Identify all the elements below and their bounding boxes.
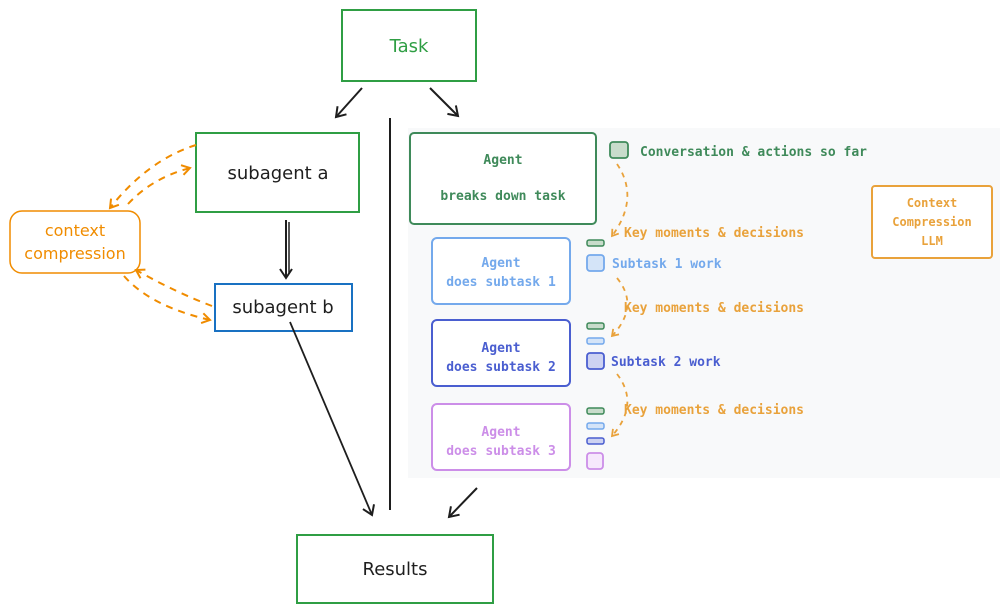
arrow-compression-to-a bbox=[127, 164, 192, 205]
compression-llm-line2: Compression bbox=[892, 215, 971, 229]
arrow-task-to-left bbox=[334, 87, 363, 119]
key-moments-label-2: Key moments & decisions bbox=[624, 301, 804, 316]
main-agent-line2: breaks down task bbox=[440, 189, 565, 204]
subtask2-work-swatch bbox=[586, 352, 605, 370]
subtask2-work-label: Subtask 2 work bbox=[611, 355, 721, 370]
context-compression-line1: context bbox=[45, 221, 105, 240]
main-agent-node: Agent breaks down task bbox=[409, 132, 597, 225]
subagent-3-line2: does subtask 3 bbox=[446, 444, 556, 459]
arrow-task-to-right bbox=[429, 87, 460, 118]
subagent-b-node: subagent b bbox=[214, 283, 353, 332]
subagent-1-line1: Agent bbox=[481, 256, 520, 271]
task-label: Task bbox=[389, 36, 429, 57]
subagent-2-line1: Agent bbox=[481, 341, 520, 356]
subagent-3-node: Agent does subtask 3 bbox=[431, 403, 571, 471]
subagent-3-line1: Agent bbox=[481, 425, 520, 440]
arrow-b-to-compression bbox=[134, 268, 213, 307]
key-moments-arrow-3 bbox=[610, 373, 629, 438]
subagent-2-node: Agent does subtask 2 bbox=[431, 319, 571, 387]
key-moments-label-3: Key moments & decisions bbox=[624, 403, 804, 418]
key-moments-arrow-2 bbox=[610, 277, 629, 338]
subagent-b-label: subagent b bbox=[232, 297, 333, 318]
subtask3-work-swatch bbox=[586, 452, 604, 470]
compression-llm-line1: Context bbox=[907, 196, 958, 210]
subtask3-summary-chip-green bbox=[586, 407, 605, 415]
results-node: Results bbox=[296, 534, 494, 604]
arrow-compression-to-b bbox=[123, 275, 212, 324]
context-compression-line2: compression bbox=[24, 244, 125, 263]
subtask1-work-swatch bbox=[586, 254, 605, 272]
task-node: Task bbox=[341, 9, 477, 82]
results-label: Results bbox=[363, 559, 428, 580]
subtask1-summary-chip bbox=[586, 239, 605, 247]
subagent-a-label: subagent a bbox=[228, 163, 329, 184]
subtask1-work-label: Subtask 1 work bbox=[612, 257, 722, 272]
context-compression-node: context compression bbox=[9, 210, 141, 274]
compression-llm-node: Context Compression LLM bbox=[871, 185, 993, 259]
subtask3-summary-chip-blue bbox=[586, 422, 605, 430]
conversation-legend-label: Conversation & actions so far bbox=[640, 145, 867, 160]
compression-llm-line3: LLM bbox=[921, 234, 943, 248]
arrow-a-to-compression bbox=[108, 144, 197, 210]
subagent-1-line2: does subtask 1 bbox=[446, 275, 556, 290]
key-moments-label-1: Key moments & decisions bbox=[624, 226, 804, 241]
arrow-b-to-results bbox=[289, 321, 375, 517]
arrow-panel-to-results bbox=[447, 487, 478, 519]
subagent-1-node: Agent does subtask 1 bbox=[431, 237, 571, 305]
conversation-legend-swatch bbox=[609, 141, 629, 159]
subtask3-summary-chip-indigo bbox=[586, 437, 605, 445]
subtask2-summary-chip-green bbox=[586, 322, 605, 330]
main-agent-line1: Agent bbox=[483, 153, 522, 168]
subtask2-summary-chip-blue bbox=[586, 337, 605, 345]
subagent-2-line2: does subtask 2 bbox=[446, 360, 556, 375]
subagent-a-node: subagent a bbox=[195, 132, 360, 213]
